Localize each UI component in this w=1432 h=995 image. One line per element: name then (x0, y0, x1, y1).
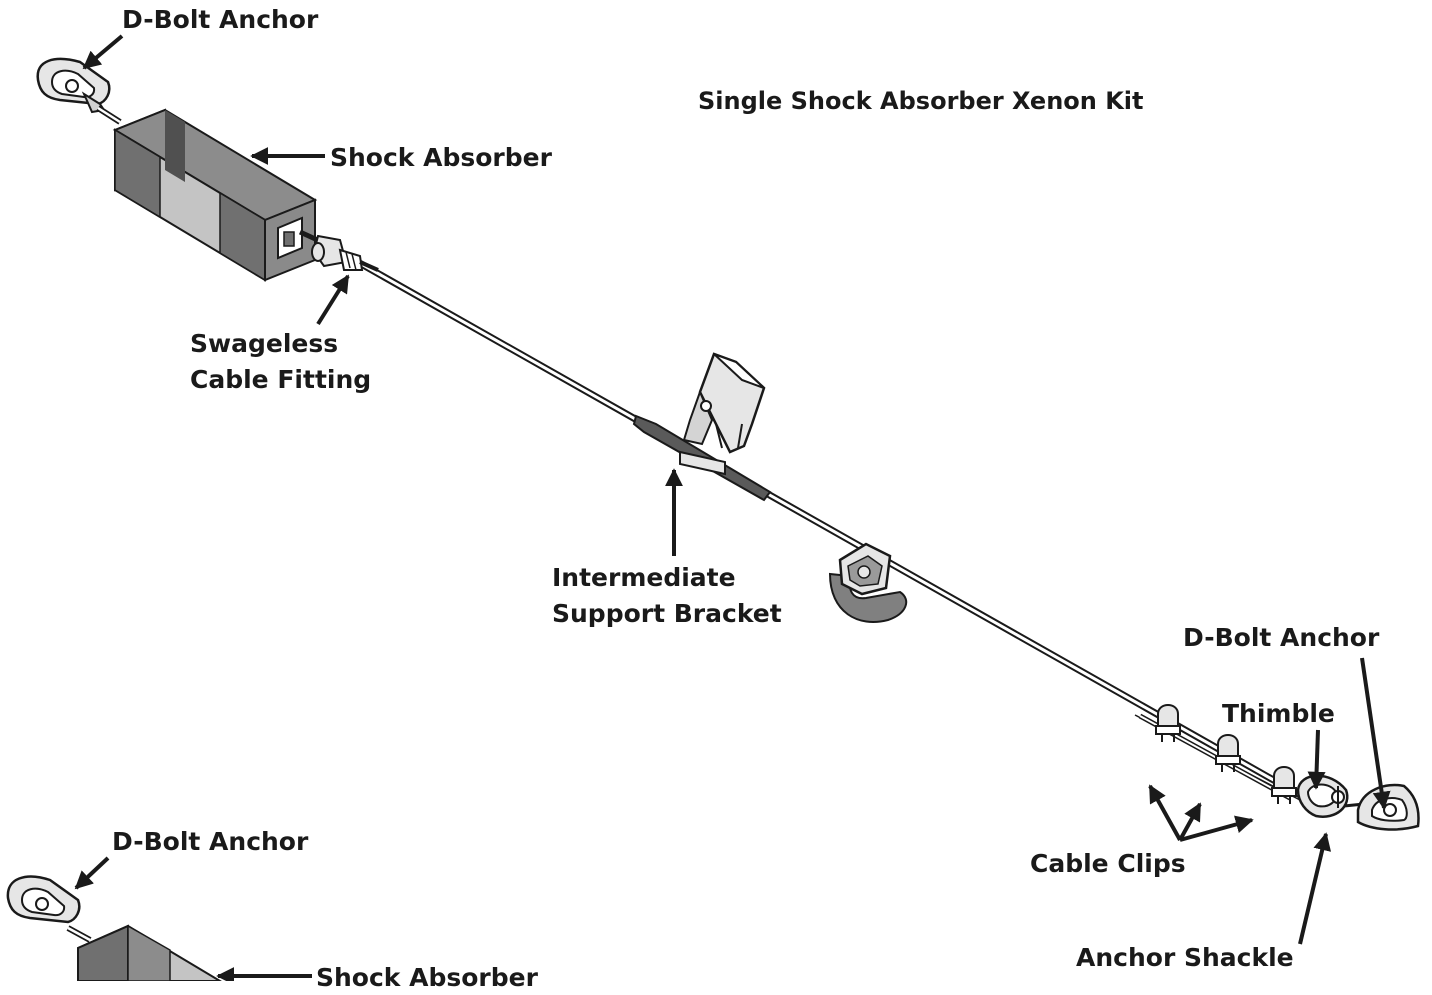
main-cable (336, 248, 1304, 801)
label-d-bolt-anchor-bottom: D-Bolt Anchor (112, 827, 309, 856)
arrow-d-bolt-right (1360, 657, 1391, 810)
label-intermediate-line2: Support Bracket (552, 599, 782, 628)
shock-absorber-bottom-part (77, 924, 222, 981)
arrow-cable-clip-2 (1178, 802, 1202, 841)
d-bolt-anchor-bottom-part (6, 875, 92, 943)
label-swageless-line2: Cable Fitting (190, 365, 372, 394)
diagram-title: Single Shock Absorber Xenon Kit (698, 87, 1144, 115)
arrow-swageless (316, 274, 350, 326)
thimble-shackle-part (1296, 774, 1365, 818)
d-bolt-anchor-right-part (1356, 783, 1420, 831)
shock-absorber-top-part (112, 108, 318, 282)
label-anchor-shackle: Anchor Shackle (1076, 943, 1294, 972)
arrow-anchor-shackle (1298, 832, 1332, 945)
label-d-bolt-anchor-right: D-Bolt Anchor (1183, 623, 1380, 652)
cable-clips-part (1138, 704, 1297, 804)
d-bolt-anchor-top-part (36, 57, 122, 125)
arrow-d-bolt-bottom (74, 856, 110, 890)
label-swageless-line1: Swageless (190, 329, 339, 358)
swageless-fitting-part (298, 229, 379, 272)
label-shock-absorber-bottom: Shock Absorber (316, 963, 538, 992)
arrow-thimble (1307, 729, 1326, 790)
middle-d-bolt-part (828, 542, 908, 623)
leader-arrows (74, 34, 1391, 981)
label-d-bolt-anchor-top: D-Bolt Anchor (122, 5, 319, 34)
label-cable-clips: Cable Clips (1030, 849, 1186, 878)
arrow-cable-clip-1 (1148, 784, 1182, 841)
arrow-d-bolt-top (82, 34, 124, 70)
label-intermediate-line1: Intermediate (552, 563, 736, 592)
arrow-cable-clip-3 (1179, 815, 1254, 842)
label-thimble: Thimble (1222, 699, 1335, 728)
label-shock-absorber-top: Shock Absorber (330, 143, 552, 172)
intermediate-bracket-part (632, 352, 772, 502)
